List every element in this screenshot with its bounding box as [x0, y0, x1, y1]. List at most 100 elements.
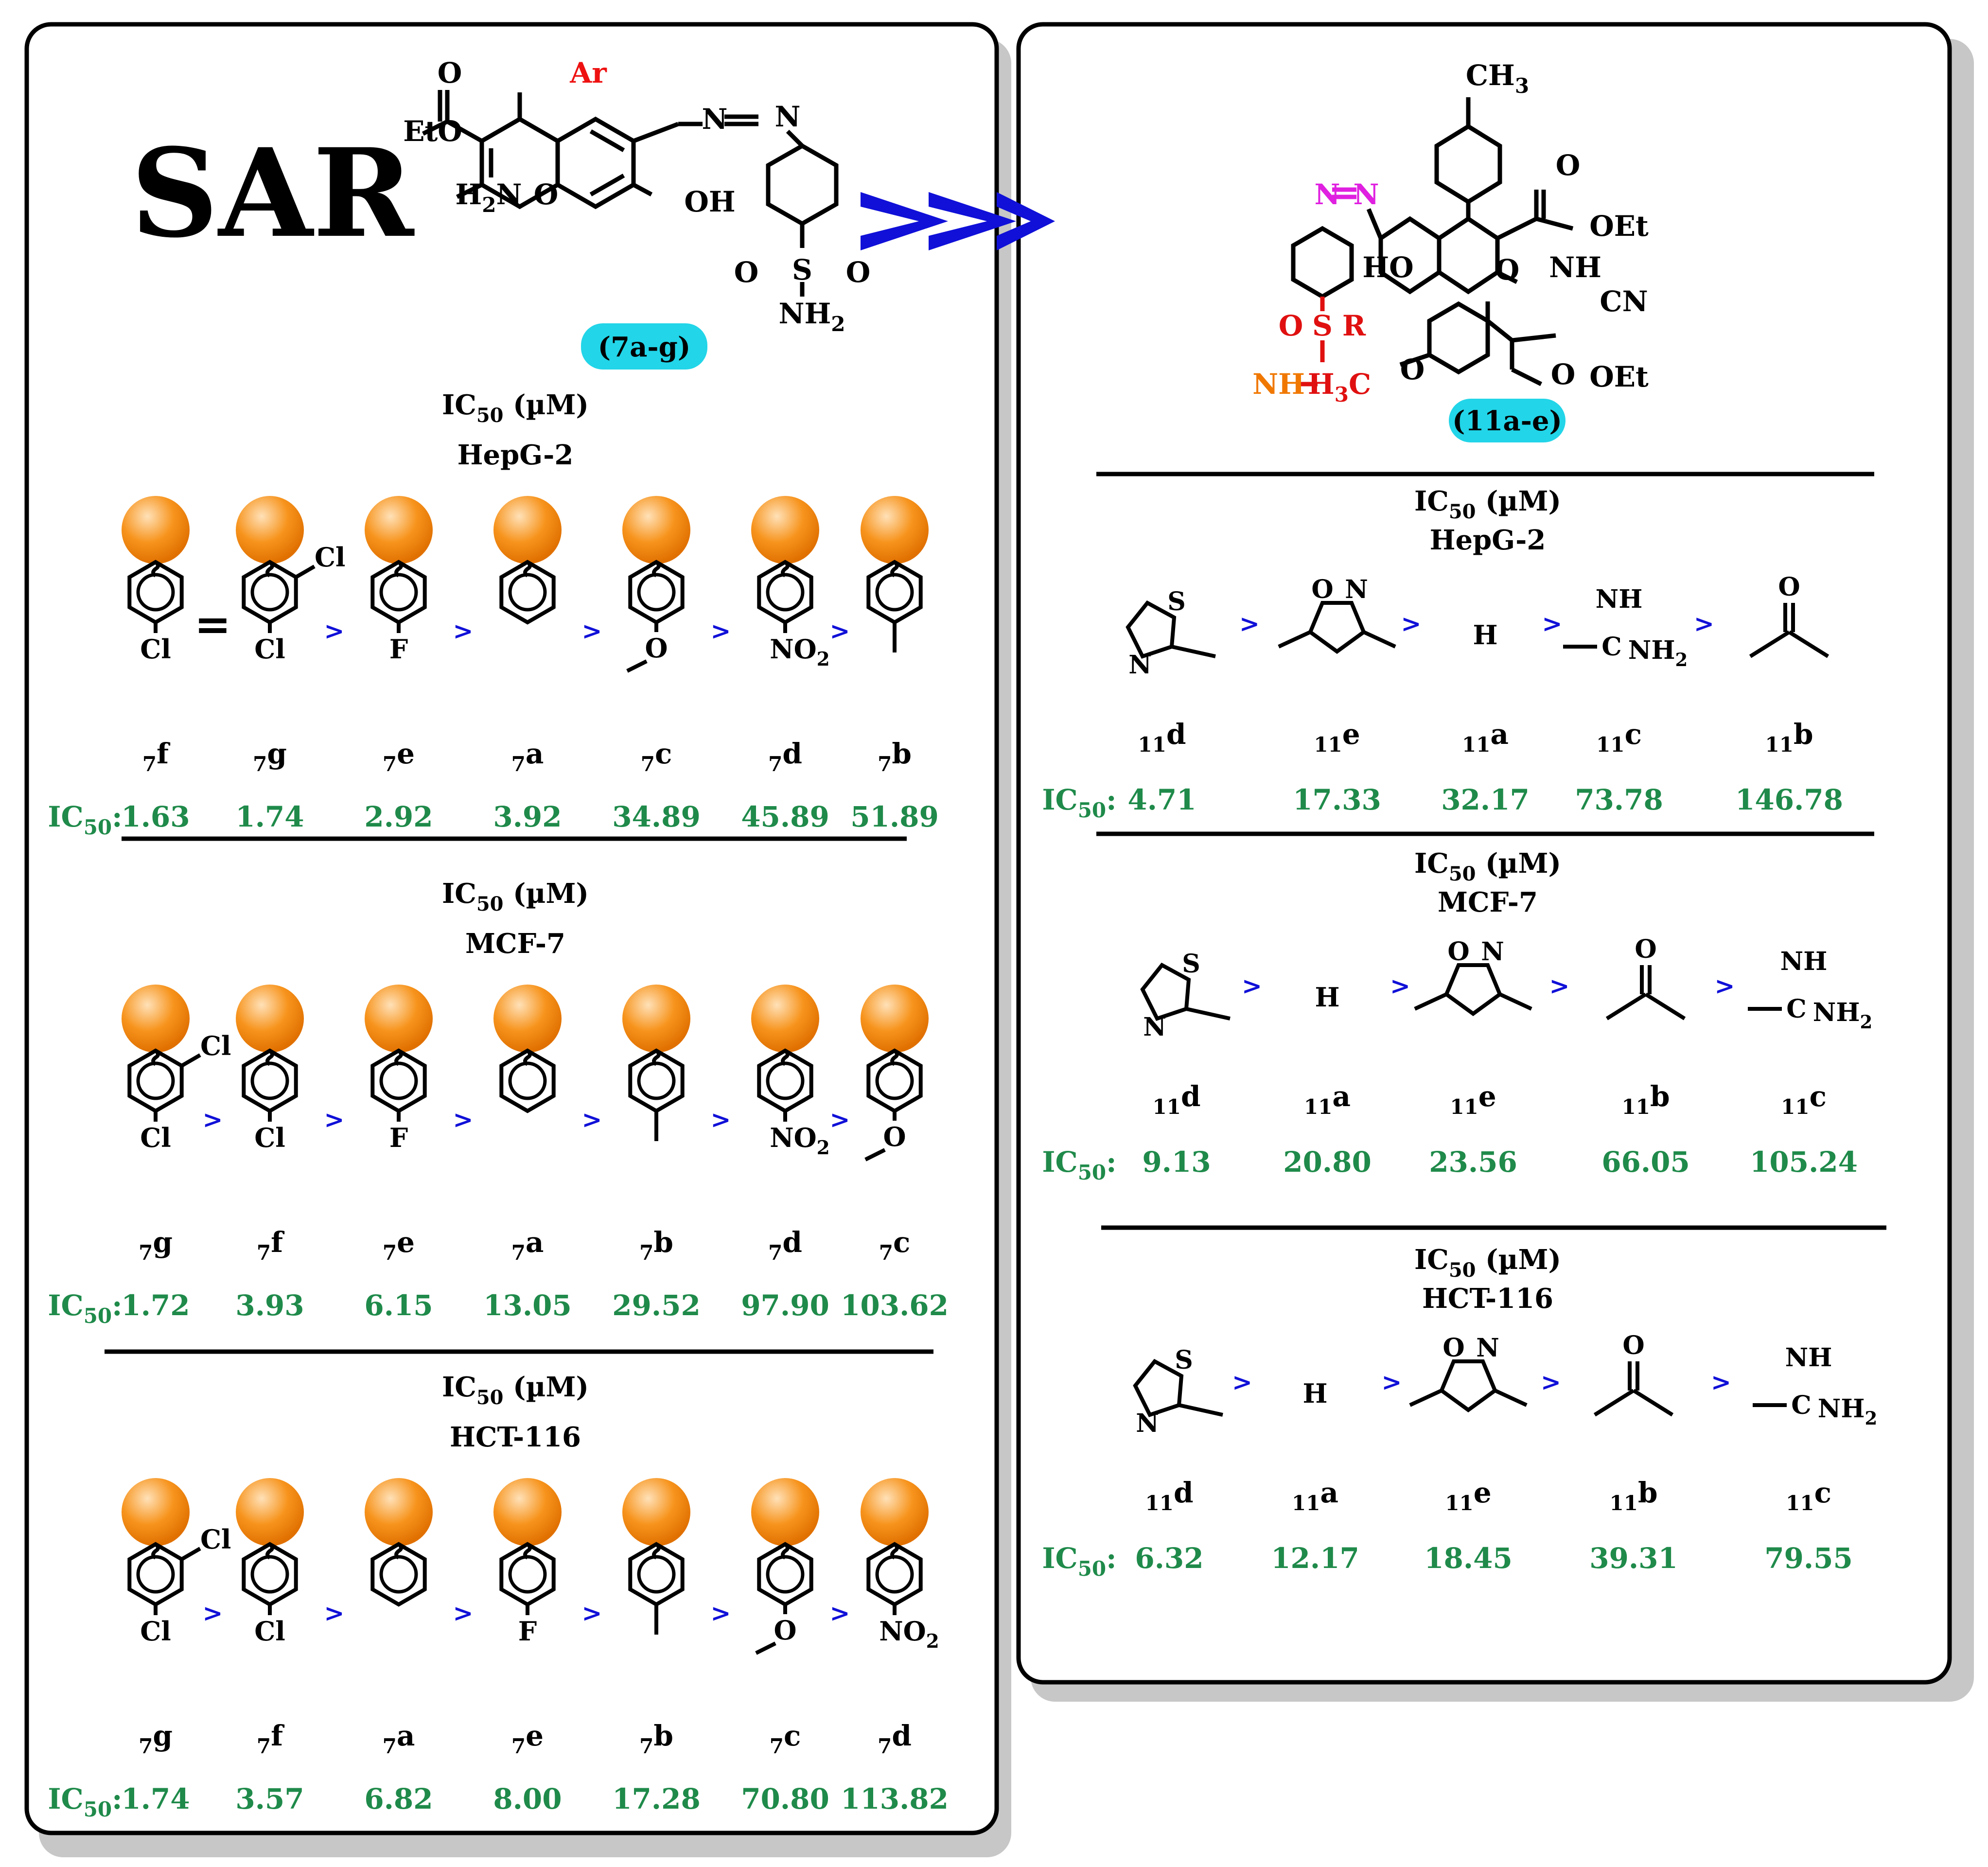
aryl-sphere-icon	[365, 1478, 433, 1546]
bond-icon	[1644, 992, 1686, 1021]
ic50-value: 1.74	[121, 1782, 190, 1815]
ic50-value: 3.57	[235, 1782, 304, 1815]
aromatic-circle-icon	[637, 1061, 676, 1100]
bond-icon	[1605, 992, 1647, 1021]
aryl-sphere-icon	[493, 985, 562, 1053]
benzene-ring-icon	[370, 1542, 427, 1607]
bond-icon	[180, 1547, 201, 1561]
aryl-sphere-icon	[622, 496, 690, 564]
bond-icon	[1494, 1389, 1528, 1407]
cell-line-label: HCT-116	[450, 1421, 581, 1453]
aromatic-circle-icon	[379, 1555, 418, 1594]
scaffold-11-atom-label: CN	[1600, 285, 1648, 318]
ic50-value: 34.89	[612, 800, 701, 833]
substituent-label: Cl	[254, 1616, 285, 1647]
ic50-value: 13.05	[483, 1289, 572, 1322]
aryl-sphere-icon	[365, 985, 433, 1053]
scaffold-11-atom-label: NH	[1549, 251, 1601, 284]
compound-id-label: 7e	[383, 1226, 415, 1265]
oxygen-label: O	[1311, 575, 1333, 604]
bond-icon	[1414, 992, 1447, 1011]
sulfur-label: S	[1182, 949, 1200, 979]
compound-id-label: 7e	[511, 1719, 544, 1758]
aryl-sphere-icon	[861, 1478, 929, 1546]
ic50-value: 97.90	[741, 1289, 829, 1322]
order-sign: >	[830, 1599, 850, 1627]
cell-line-label: HCT-116	[1422, 1283, 1553, 1315]
ic50-value: 23.56	[1429, 1145, 1517, 1179]
ic50-heading: IC50 (µM)	[442, 878, 589, 916]
ic50-value: 66.05	[1601, 1145, 1690, 1179]
ic50-prefix: IC50:	[48, 1289, 122, 1328]
substituent-label: Cl	[140, 1122, 171, 1153]
bond-icon	[1499, 992, 1532, 1011]
hydrogen-label: H	[1473, 619, 1497, 651]
imine-label: NH	[1780, 947, 1828, 976]
bond-icon	[1749, 630, 1791, 658]
order-sign: >	[324, 616, 345, 645]
compound-id-label: 7c	[641, 737, 672, 776]
scaffold-11-atom-label: N	[1353, 178, 1379, 211]
scaffold-7-atom-label: N	[702, 103, 727, 136]
scaffold-11-atom-label: HO	[1362, 251, 1413, 284]
compound-id-label: 11b	[1621, 1080, 1670, 1119]
compound-id-label: 7b	[639, 1719, 673, 1758]
compound-id-label: 11c	[1786, 1476, 1831, 1515]
cell-line-label: HepG-2	[1430, 524, 1546, 556]
aryl-sphere-icon	[622, 985, 690, 1053]
ic50-value: 1.74	[235, 800, 304, 833]
bond-icon	[1632, 1389, 1674, 1417]
scaffold-7-atom-label: O	[734, 256, 759, 289]
order-sign: >	[1542, 609, 1563, 638]
aryl-sphere-icon	[861, 985, 929, 1053]
scaffold-11-atom-label: O	[1495, 253, 1520, 286]
aromatic-circle-icon	[875, 1061, 914, 1100]
aromatic-circle-icon	[136, 1555, 175, 1594]
isoxazole-ring-icon	[1308, 601, 1366, 654]
ic50-value: 6.82	[364, 1782, 433, 1815]
ic50-value: 79.55	[1764, 1542, 1853, 1575]
ic50-heading: IC50 (µM)	[1414, 1244, 1561, 1282]
compound-id-label: 7d	[878, 1719, 912, 1758]
thiazole-ring-icon	[1140, 962, 1191, 1021]
aryl-sphere-icon	[365, 496, 433, 564]
compound-id-label: 7g	[253, 737, 287, 776]
methyl-bond-icon	[626, 659, 648, 673]
aromatic-circle-icon	[508, 1061, 547, 1100]
compound-id-label: 7a	[511, 737, 544, 776]
nitrogen-label: N	[1128, 650, 1152, 680]
scaffold-7-atom-label: O	[846, 256, 871, 289]
aryl-sphere-icon	[751, 496, 819, 564]
order-sign: >	[1390, 971, 1410, 1000]
nitrogen-label: N	[1481, 937, 1504, 967]
aromatic-circle-icon	[379, 573, 418, 612]
bond-icon	[295, 564, 316, 579]
order-sign: >	[582, 1599, 602, 1627]
compound-id-label: 11b	[1609, 1476, 1657, 1515]
compound-id-label: 7c	[770, 1719, 801, 1758]
aromatic-circle-icon	[250, 1555, 289, 1594]
scaffold-11-atom-label: NH	[1252, 368, 1305, 401]
aryl-sphere-icon	[122, 1478, 190, 1546]
scaffold-11-atom-label: O	[1551, 358, 1576, 391]
ic50-value: 6.15	[364, 1289, 433, 1322]
compound-id-label: 7a	[383, 1719, 415, 1758]
scaffold-7-atom-label: EtO	[403, 115, 462, 148]
ic50-value: 18.45	[1424, 1542, 1513, 1575]
thiazole-ring-icon	[1126, 600, 1177, 659]
substituent-label: Cl	[140, 634, 171, 665]
scaffold-11-atom-label: O	[1556, 149, 1581, 182]
compound-id-label: 11a	[1304, 1080, 1351, 1119]
compound-id-label: 7e	[383, 737, 415, 776]
compound-id-label: 7g	[139, 1226, 173, 1265]
aryl-sphere-icon	[861, 496, 929, 564]
nitrogen-label: N	[1136, 1409, 1159, 1438]
sulfonamide-bond-icon	[1298, 297, 1325, 387]
ic50-value: 4.71	[1127, 783, 1196, 816]
bond-icon	[1171, 645, 1216, 658]
order-sign: >	[711, 1599, 731, 1627]
left-section-2: IC50 (µM)MCF-7ClCl7g1.72Cl7f3.93F7e6.157…	[48, 878, 949, 1328]
